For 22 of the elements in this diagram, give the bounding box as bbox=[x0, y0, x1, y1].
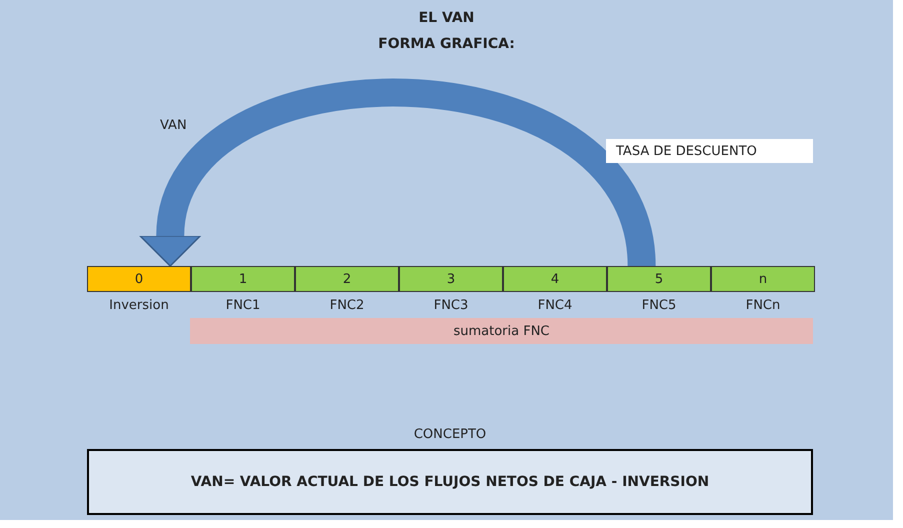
period-label: FNC2 bbox=[328, 298, 366, 313]
timeline-cell: 1 bbox=[191, 266, 295, 292]
period-label: FNCn bbox=[744, 298, 782, 313]
title: EL VAN bbox=[418, 10, 476, 26]
rate-box: TASA DE DESCUENTO bbox=[606, 139, 813, 163]
sum-bar: sumatoria FNC bbox=[190, 318, 813, 344]
period-label: Inversion bbox=[108, 298, 170, 313]
concept-heading: CONCEPTO bbox=[412, 427, 488, 442]
timeline-cell: 0 bbox=[87, 266, 191, 292]
edge-label: VAN bbox=[160, 118, 187, 133]
timeline-cell: n bbox=[711, 266, 815, 292]
timeline-cell: 3 bbox=[399, 266, 503, 292]
period-label: FNC3 bbox=[432, 298, 470, 313]
subtitle: FORMA GRAFICA: bbox=[377, 36, 516, 52]
period-label: FNC5 bbox=[640, 298, 678, 313]
period-label: FNC1 bbox=[224, 298, 262, 313]
concept-text: VAN= VALOR ACTUAL DE LOS FLUJOS NETOS DE CAJA - INVERSION bbox=[190, 474, 710, 490]
timeline-cell: 2 bbox=[295, 266, 399, 292]
period-label: FNC4 bbox=[536, 298, 574, 313]
timeline-cell: 4 bbox=[503, 266, 607, 292]
curved-arrow bbox=[140, 78, 656, 268]
timeline-cell: 5 bbox=[607, 266, 711, 292]
